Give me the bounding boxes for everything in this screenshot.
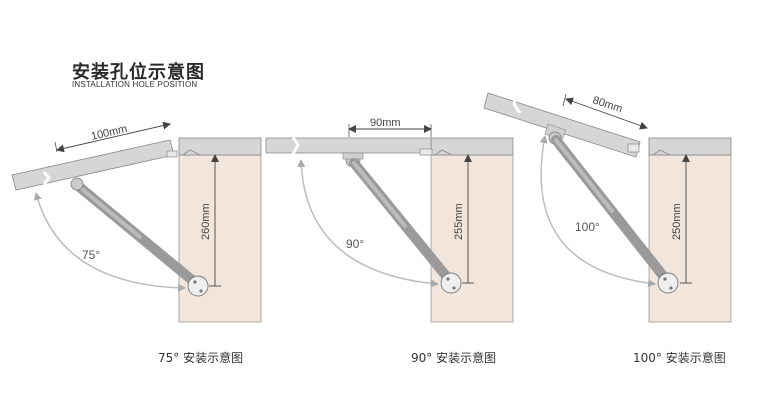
angle-arc-75 [33,192,186,292]
width-dim-75: 100mm [90,123,128,143]
cabinet-top [648,137,732,156]
angle-arc-100 [539,135,656,288]
height-dim-100: 250mm [671,203,683,240]
width-dim-100: 80mm [591,94,624,115]
height-dim-75: 260mm [200,203,212,240]
angle-label-100: 100° [575,220,600,234]
diagram-90: 255mm 90mm 90° 90° 安装示意图 [265,117,514,365]
caption-75: 75° 安装示意图 [158,350,243,365]
caption-100: 100° 安装示意图 [633,350,726,365]
cabinet-side [178,154,262,323]
page-subtitle: INSTALLATION HOLE POSITION [72,80,198,89]
cabinet-side [648,154,732,323]
mount-bracket [187,275,209,297]
cabinet-top [178,137,262,156]
cabinet-side [430,154,514,323]
mount-bracket [440,272,462,294]
door-panel [11,139,175,191]
width-dim-90: 90mm [370,117,401,129]
caption-90: 90° 安装示意图 [411,350,496,365]
height-dim-90: 255mm [453,203,465,240]
diagram-75: 260mm 100mm 75° 75° 安装示意图 [11,121,262,365]
angle-label-90: 90° [346,237,364,251]
diagram-100: 250mm 80mm 100° 100° 安装示意图 [483,92,732,365]
page-title: 安装孔位示意图 [72,62,205,83]
angle-arc-90 [297,159,439,288]
cabinet-top [430,137,514,156]
mount-bracket [657,272,679,294]
angle-label-75: 75° [82,248,100,262]
door-panel [265,137,432,154]
